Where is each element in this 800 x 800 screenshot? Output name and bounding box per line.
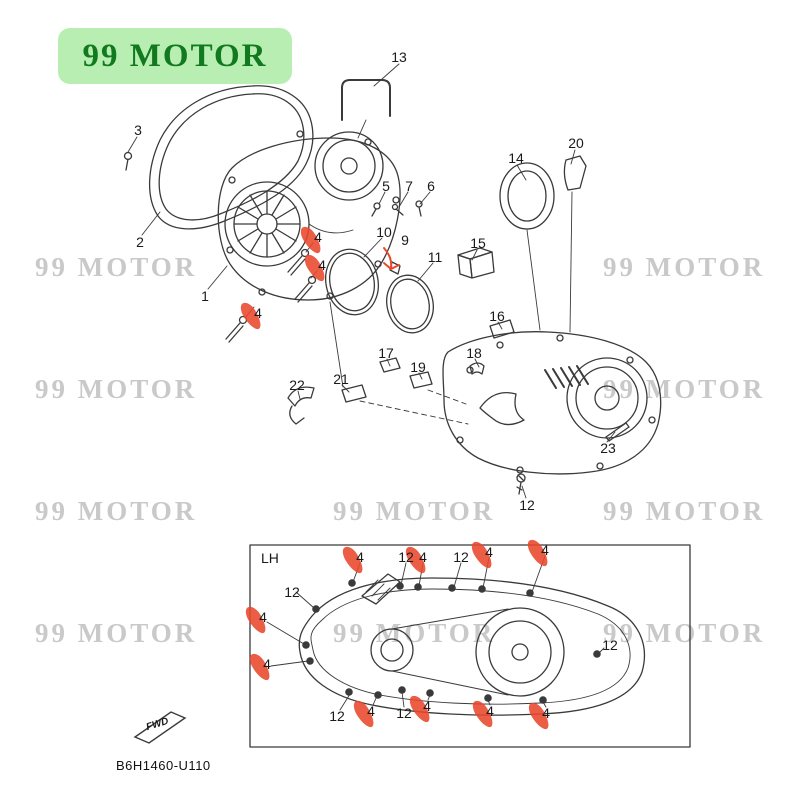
watermark-text: 99 MOTOR bbox=[35, 496, 198, 526]
callout-label: 4 bbox=[423, 698, 431, 714]
callout-label: 12 bbox=[453, 549, 469, 565]
callout-label: 5 bbox=[382, 178, 390, 194]
bolts bbox=[225, 248, 317, 343]
duct-seal bbox=[499, 155, 587, 333]
part-code: B6H1460-U110 bbox=[116, 758, 211, 773]
callout-label: 4 bbox=[419, 549, 427, 565]
callout-label: 6 bbox=[427, 178, 435, 194]
callout-label: 4 bbox=[318, 257, 326, 273]
callout-label: 10 bbox=[376, 224, 392, 240]
round-cap bbox=[314, 131, 384, 201]
callout-label: 4 bbox=[254, 305, 262, 321]
callout-label: 17 bbox=[378, 345, 394, 361]
fan-grille bbox=[224, 181, 310, 267]
watermark-text: 99 MOTOR bbox=[35, 374, 198, 404]
callout-label: 2 bbox=[136, 234, 144, 250]
callout-label: 1 bbox=[201, 288, 209, 304]
leader-lines-main bbox=[127, 63, 616, 499]
callout-label: 12 bbox=[396, 705, 412, 721]
callout-label: 12 bbox=[329, 708, 345, 724]
callout-label: 22 bbox=[289, 377, 305, 393]
right-crankcase bbox=[442, 331, 662, 495]
callout-label: 19 bbox=[410, 359, 426, 375]
o-rings bbox=[325, 247, 434, 334]
callout-label: 16 bbox=[489, 308, 505, 324]
callout-label: 14 bbox=[508, 150, 524, 166]
watermark-text: 99 MOTOR bbox=[35, 252, 198, 282]
callout-label: 4 bbox=[541, 542, 549, 558]
callout-label: 3 bbox=[134, 122, 142, 138]
callout-label: 4 bbox=[486, 703, 494, 719]
watermark-text: 99 MOTOR bbox=[603, 496, 766, 526]
callout-label: 12 bbox=[284, 584, 300, 600]
watermark-text: 99 MOTOR bbox=[603, 252, 766, 282]
fwd-arrow-icon: FWD bbox=[131, 705, 193, 749]
callout-label: 12 bbox=[602, 637, 618, 653]
callout-label: 4 bbox=[314, 229, 322, 245]
callout-label: 4 bbox=[356, 549, 364, 565]
brand-badge: 99 MOTOR bbox=[58, 28, 292, 84]
callout-label: 4 bbox=[485, 544, 493, 560]
detail-box bbox=[249, 544, 691, 748]
callout-label: 12 bbox=[398, 549, 414, 565]
gasket-outline bbox=[123, 85, 314, 230]
callout-label: 7 bbox=[405, 178, 413, 194]
small-parts bbox=[287, 247, 515, 425]
watermark-text: 99 MOTOR bbox=[603, 374, 766, 404]
callout-label: 13 bbox=[391, 49, 407, 65]
watermark-text: 99 MOTOR bbox=[333, 618, 496, 648]
detail-box-label: LH bbox=[261, 550, 279, 566]
callout-label: 9 bbox=[401, 232, 409, 248]
callout-label: 20 bbox=[568, 135, 584, 151]
callout-label: 11 bbox=[427, 249, 443, 265]
callout-label: 21 bbox=[333, 371, 349, 387]
wire-guide bbox=[341, 79, 391, 139]
callout-label: 12 bbox=[519, 497, 535, 513]
callout-label: 4 bbox=[263, 656, 271, 672]
assembly-guides bbox=[329, 301, 469, 425]
callout-label: 4 bbox=[259, 609, 267, 625]
watermark-text: 99 MOTOR bbox=[35, 618, 198, 648]
callout-label: 4 bbox=[542, 705, 550, 721]
callout-label: 23 bbox=[600, 440, 616, 456]
callout-label: 4 bbox=[367, 703, 375, 719]
callout-label: 18 bbox=[466, 345, 482, 361]
callout-label: 15 bbox=[470, 235, 486, 251]
watermark-text: 99 MOTOR bbox=[333, 496, 496, 526]
brand-badge-label: 99 MOTOR bbox=[82, 37, 268, 74]
small-fasteners bbox=[371, 200, 423, 217]
watermark-text: 99 MOTOR bbox=[603, 618, 766, 648]
